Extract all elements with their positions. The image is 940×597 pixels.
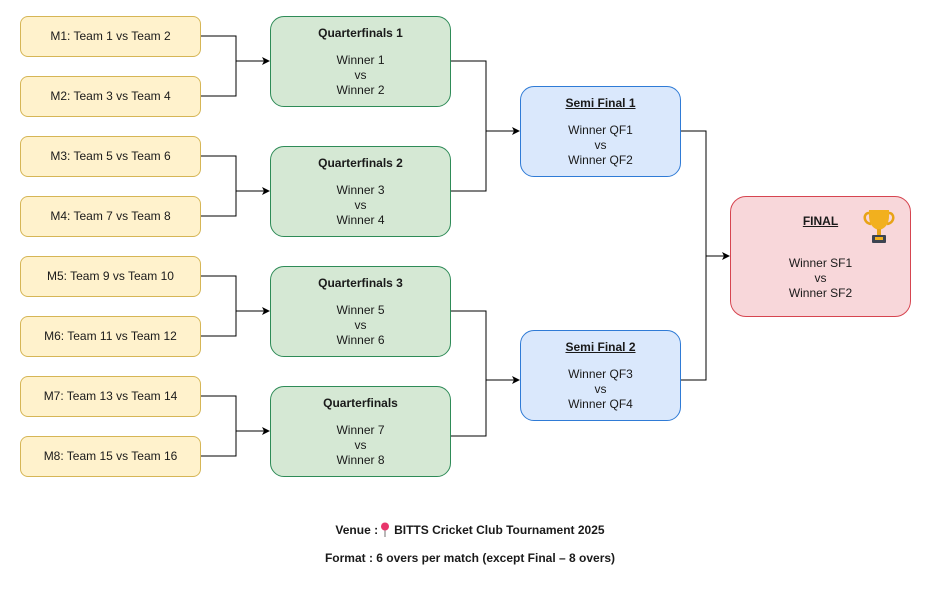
node-line1: Winner SF1	[788, 256, 853, 270]
node-line2: Winner QF2	[568, 153, 633, 167]
connector-qf1-qf2-sf1	[451, 60, 519, 192]
node-title: FINAL	[802, 214, 839, 228]
connector-m3-m4-qf2	[201, 155, 269, 217]
node-title: Quarterfinals 3	[318, 276, 403, 290]
node-line2: Winner 4	[336, 213, 385, 227]
venue-line: Venue : BITTS Cricket Club Tournament 202…	[0, 522, 940, 537]
match-label: M2: Team 3 vs Team 4	[50, 89, 171, 103]
node-title: Quarterfinals	[323, 396, 398, 410]
node-title: Quarterfinals 1	[318, 26, 403, 40]
node-line1: Winner 3	[336, 183, 385, 197]
match-label: M3: Team 5 vs Team 6	[50, 149, 171, 163]
connector-qf3-qf4-sf2	[451, 310, 519, 437]
match-box-m7[interactable]: M7: Team 13 vs Team 14	[20, 376, 201, 417]
node-vs: vs	[354, 68, 367, 82]
node-vs: vs	[594, 138, 607, 152]
match-label: M1: Team 1 vs Team 2	[50, 29, 171, 43]
format-line: Format : 6 overs per match (except Final…	[324, 551, 616, 565]
match-label: M8: Team 15 vs Team 16	[43, 449, 178, 463]
node-vs: vs	[354, 438, 367, 452]
node-line1: Winner 1	[336, 53, 385, 67]
connector-m1-m2-qf1	[201, 35, 269, 97]
match-box-m1[interactable]: M1: Team 1 vs Team 2	[20, 16, 201, 57]
match-box-m4[interactable]: M4: Team 7 vs Team 8	[20, 196, 201, 237]
node-line2: Winner 6	[336, 333, 385, 347]
node-title: Semi Final 2	[565, 340, 636, 354]
trophy-icon	[863, 210, 895, 243]
node-vs: vs	[814, 271, 827, 285]
match-label: M6: Team 11 vs Team 12	[44, 329, 177, 343]
node-vs: vs	[594, 382, 607, 396]
match-box-m8[interactable]: M8: Team 15 vs Team 16	[20, 436, 201, 477]
match-box-m6[interactable]: M6: Team 11 vs Team 12	[20, 316, 201, 357]
node-line2: Winner 8	[336, 453, 385, 467]
pin-icon	[381, 522, 390, 537]
match-label: M5: Team 9 vs Team 10	[47, 269, 174, 283]
match-box-m2[interactable]: M2: Team 3 vs Team 4	[20, 76, 201, 117]
connector-m7-m8-qf4	[201, 395, 269, 457]
match-label: M4: Team 7 vs Team 8	[50, 209, 171, 223]
node-line1: Winner QF3	[568, 367, 633, 381]
node-vs: vs	[354, 318, 367, 332]
match-label: M7: Team 13 vs Team 14	[43, 389, 178, 403]
venue-value: BITTS Cricket Club Tournament 2025	[394, 523, 605, 537]
node-line2: Winner SF2	[788, 286, 853, 300]
connector-m5-m6-qf3	[201, 275, 269, 337]
node-title: Semi Final 1	[565, 96, 636, 110]
node-line1: Winner 7	[336, 423, 385, 437]
node-line2: Winner 2	[336, 83, 385, 97]
venue-label: Venue :	[335, 523, 379, 537]
connector-sf-final	[681, 130, 729, 381]
node-vs: vs	[354, 198, 367, 212]
match-box-m5[interactable]: M5: Team 9 vs Team 10	[20, 256, 201, 297]
node-line2: Winner QF4	[568, 397, 633, 411]
node-title: Quarterfinals 2	[318, 156, 403, 170]
node-line1: Winner 5	[336, 303, 385, 317]
node-line1: Winner QF1	[568, 123, 633, 137]
match-box-m3[interactable]: M3: Team 5 vs Team 6	[20, 136, 201, 177]
